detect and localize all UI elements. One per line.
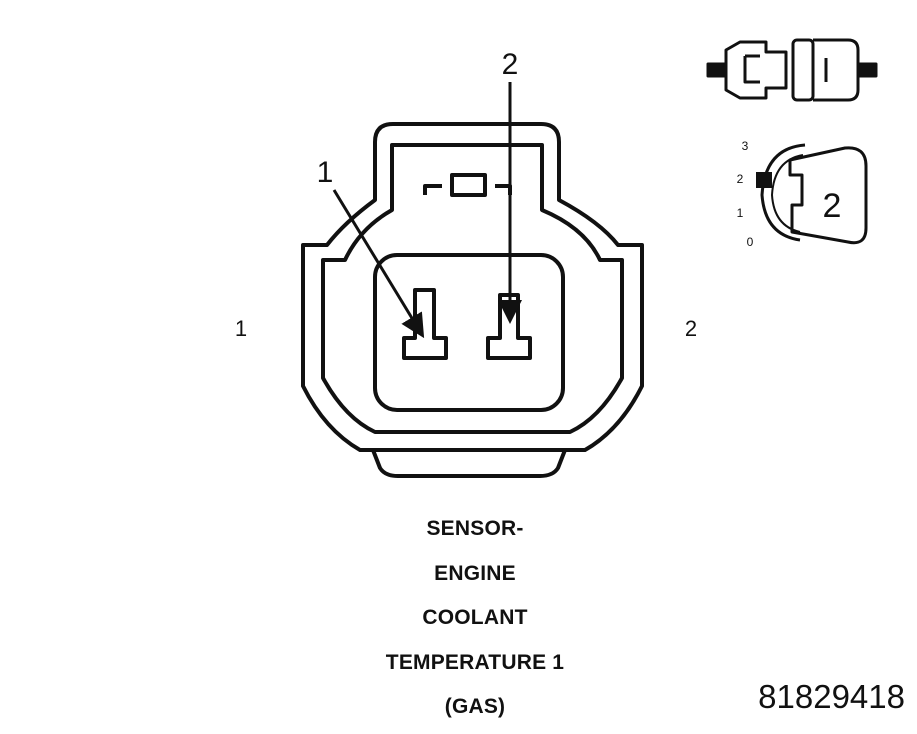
position-value: 2 — [823, 187, 842, 225]
reference-number: 81829418 — [758, 678, 905, 715]
diagram-caption: SENSOR- ENGINE COOLANT TEMPERATURE 1 (GA… — [300, 507, 650, 730]
position-scale-2: 2 — [737, 172, 744, 186]
caption-line-5: (GAS) — [444, 695, 506, 718]
side-label-left: 1 — [235, 316, 247, 341]
callout-1-label: 1 — [317, 156, 334, 189]
position-dial-ring-inner — [770, 154, 804, 233]
position-marker — [756, 172, 772, 188]
callout-1-arrow — [332, 189, 425, 339]
connector-latch — [450, 173, 487, 197]
connector-inner-shell — [321, 143, 624, 434]
caption-line-1: SENSOR- — [426, 517, 524, 540]
caption-line-3: COOLANT — [422, 606, 528, 629]
position-scale-1: 1 — [737, 206, 744, 220]
mating-connector-icon — [706, 38, 878, 102]
position-key — [788, 146, 868, 245]
terminal-cavity — [373, 253, 565, 412]
connector-housing — [301, 122, 644, 478]
position-dial-ring — [760, 143, 806, 242]
side-label-right: 2 — [685, 316, 697, 341]
caption-line-2: ENGINE — [434, 561, 516, 585]
connector-bottom-tab — [371, 449, 567, 478]
caption-line-4: TEMPERATURE 1 — [385, 650, 565, 674]
position-scale-3: 3 — [742, 139, 749, 153]
position-scale-0: 0 — [747, 235, 754, 249]
position-indicator-icon: 3 2 1 0 2 — [737, 139, 868, 249]
terminal-1-pin — [402, 288, 448, 360]
callout-2-label: 2 — [502, 48, 519, 81]
connector-outer-shell — [301, 122, 644, 452]
